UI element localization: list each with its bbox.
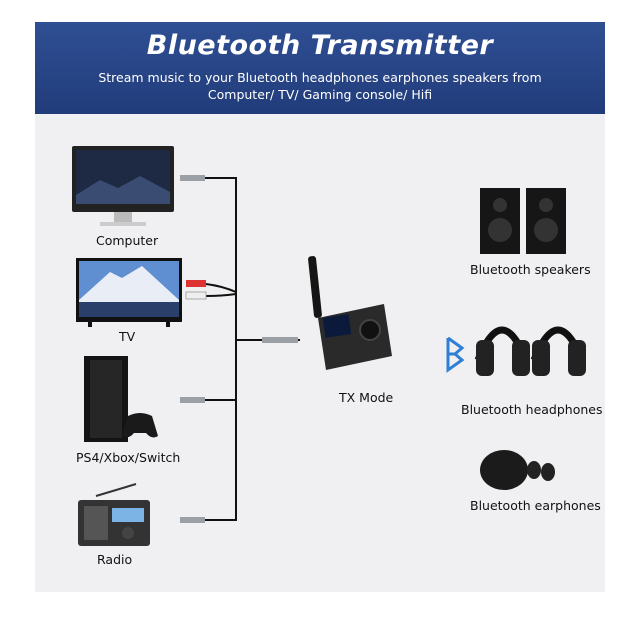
header-banner: Bluetooth Transmitter Stream music to yo… — [35, 22, 605, 114]
game-console-icon — [84, 356, 158, 442]
jack-plugs — [180, 175, 298, 523]
bluetooth-earphones-icon — [480, 450, 555, 490]
bluetooth-icon — [446, 336, 465, 373]
label-earphones: Bluetooth earphones — [470, 498, 601, 513]
subtitle-line-2: Computer/ TV/ Gaming console/ Hifi — [207, 87, 433, 102]
label-headphones: Bluetooth headphones — [461, 402, 603, 417]
tv-icon — [76, 258, 182, 327]
rca-red-plug — [186, 280, 206, 287]
label-console: PS4/Xbox/Switch — [76, 450, 181, 465]
audio-cables — [205, 177, 300, 521]
label-tx-mode: TX Mode — [339, 390, 394, 405]
page-subtitle: Stream music to your Bluetooth headphone… — [35, 69, 605, 103]
label-speakers: Bluetooth speakers — [470, 262, 591, 277]
bluetooth-speakers-icon — [480, 188, 566, 254]
label-computer: Computer — [96, 233, 159, 248]
rca-white-plug — [185, 291, 207, 300]
computer-monitor-icon — [72, 146, 174, 226]
label-tv: TV — [119, 329, 136, 344]
subtitle-line-1: Stream music to your Bluetooth headphone… — [98, 70, 542, 85]
radio-icon — [78, 483, 150, 546]
label-radio: Radio — [97, 552, 133, 567]
transmitter-device-icon — [308, 256, 392, 370]
headphone-cups — [476, 340, 586, 376]
page-title: Bluetooth Transmitter — [146, 30, 494, 61]
